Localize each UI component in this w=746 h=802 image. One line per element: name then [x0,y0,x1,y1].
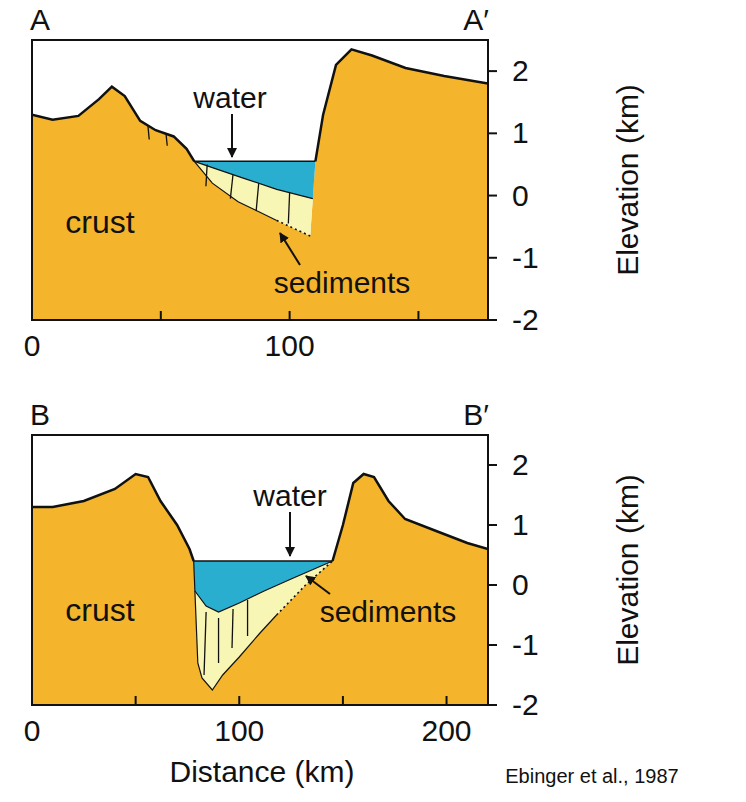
sediments-label: sediments [320,597,457,627]
distance-tick-label: 100 [214,716,264,746]
crust-region [32,474,488,705]
elevation-tick [488,319,497,321]
distance-tick [160,311,162,320]
distance-tick [289,311,291,320]
fault-tick [256,183,259,211]
section-end-label: A′ [463,5,489,35]
distance-tick [135,696,137,705]
crust-region [32,49,488,320]
elevation-tick-label: 0 [512,570,529,600]
elevation-tick [488,704,497,706]
elevation-tick-label: -2 [512,305,539,335]
fault-tick [206,164,207,186]
pointer-arrow [231,114,233,157]
section-panel [32,49,488,320]
section-end-label: B [30,400,50,430]
crust-label: crust [65,206,134,238]
section-end-label: B′ [463,400,489,430]
basement-line [194,161,276,220]
distance-tick [342,696,344,705]
fault-tick [218,618,219,663]
fault-tick [247,600,248,636]
surface-line [32,87,194,162]
section-panel [32,474,488,705]
elevation-tick-label: -2 [512,690,539,720]
crust-label: crust [65,594,134,626]
distance-tick-label: 0 [24,331,41,361]
fault-tick [148,126,149,140]
surface-line [32,474,194,561]
elevation-tick-label: 1 [512,510,529,540]
elevation-tick-label: 2 [512,450,529,480]
elevation-tick [488,524,497,526]
axis-title: Elevation (km) [613,84,643,276]
water-surface-line [194,161,315,163]
elevation-tick-label: -1 [512,630,539,660]
water-surface-line [194,560,333,562]
surface-line [333,474,488,561]
axis-title: Distance (km) [169,757,354,787]
water-region [194,561,333,612]
elevation-tick [488,257,497,259]
pointer-arrow [289,512,291,556]
fault-tick [204,612,206,675]
basement-dotted-line [277,220,310,236]
surface-line [315,49,488,161]
elevation-tick-label: 1 [512,118,529,148]
distance-tick-label: 0 [24,716,41,746]
lake-floor-line [195,561,333,612]
distance-tick [446,696,448,705]
basement-line [194,561,277,690]
pointer-arrow [280,233,300,265]
elevation-tick [488,644,497,646]
fault-tick [288,192,289,223]
elevation-tick [488,584,497,586]
fault-tick [232,609,233,648]
panel-frame [32,40,488,320]
fault-tick [230,175,233,199]
water-label: water [253,481,326,511]
distance-tick [238,696,240,705]
elevation-tick [488,464,497,466]
distance-tick-label: 200 [422,716,472,746]
elevation-tick [488,70,497,72]
citation: Ebinger et al., 1987 [505,766,678,786]
water-label: water [193,83,266,113]
panel-frame [32,435,488,705]
elevation-tick-label: -1 [512,243,539,273]
elevation-tick-label: 0 [512,181,529,211]
distance-tick [417,311,419,320]
pointer-arrow [306,576,330,594]
elevation-tick [488,195,497,197]
elevation-tick [488,132,497,134]
sediments-label: sediments [274,268,411,298]
section-end-label: A [30,5,50,35]
elevation-tick-label: 2 [512,56,529,86]
axis-title: Elevation (km) [613,474,643,666]
water-region [194,161,315,198]
lake-floor-line [194,161,313,198]
sediment-region [194,561,333,690]
distance-tick-label: 100 [265,331,315,361]
